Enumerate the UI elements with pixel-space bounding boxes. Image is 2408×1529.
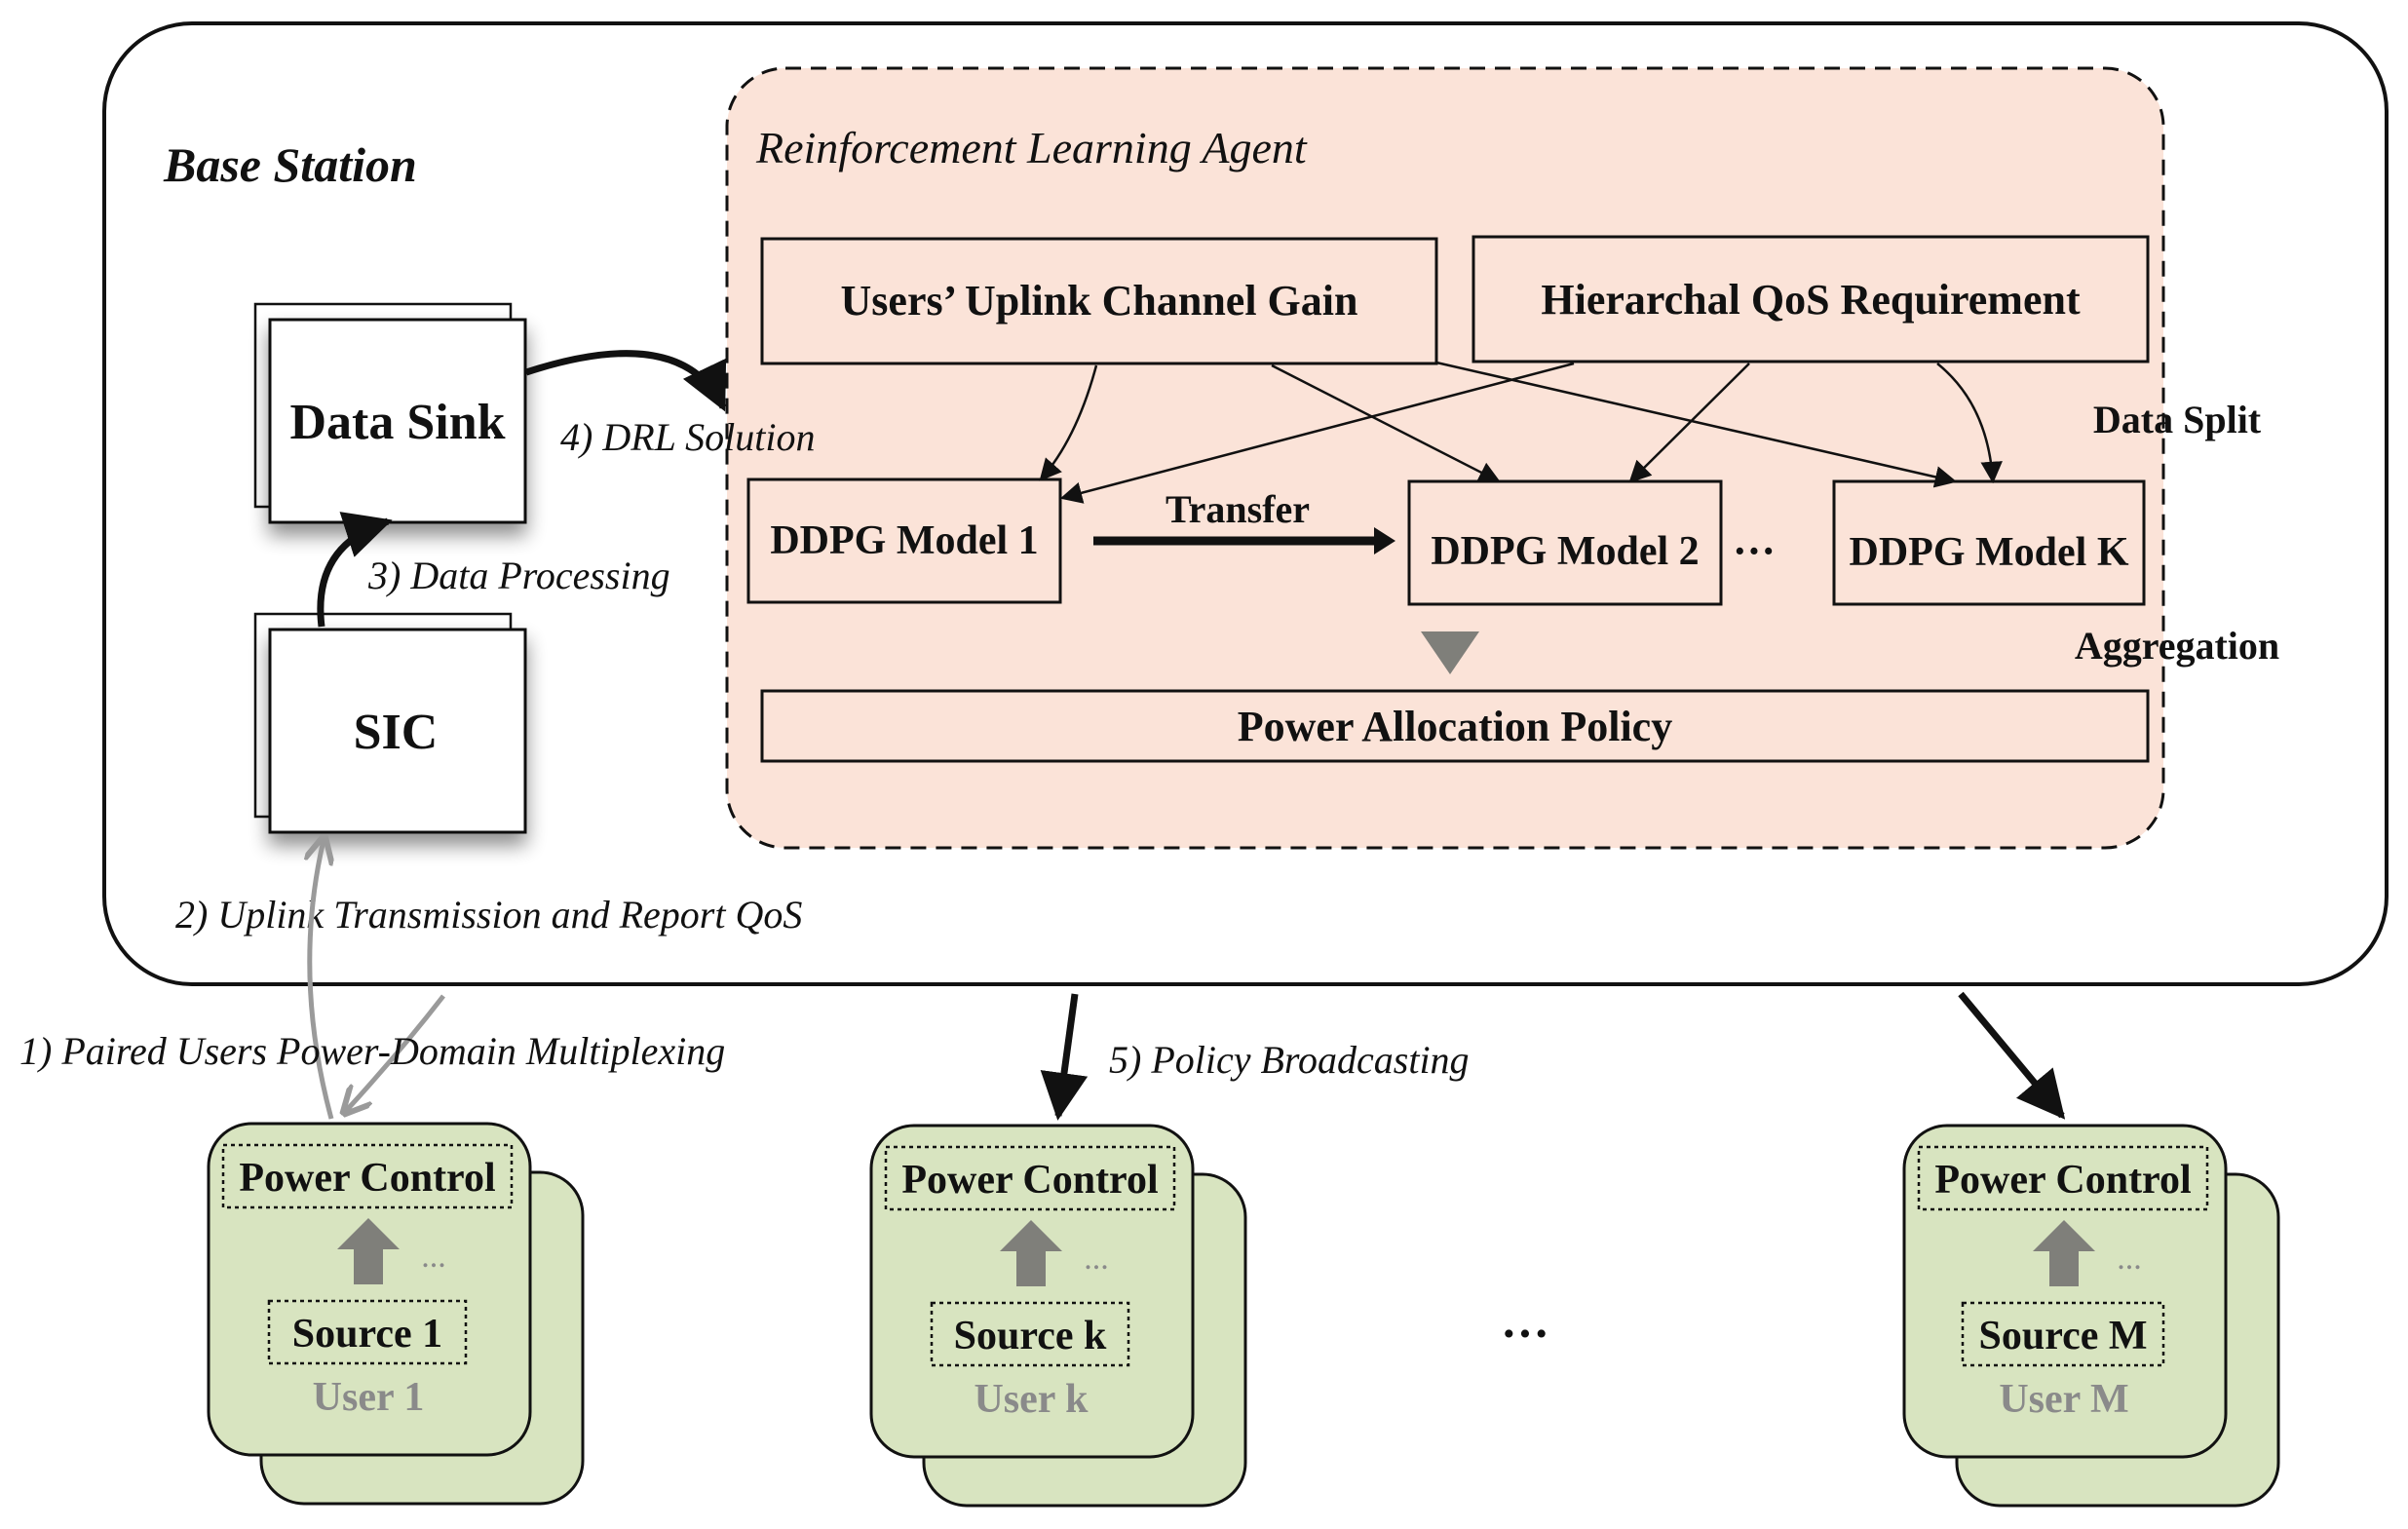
user-1-power-control-label: Power Control (239, 1156, 495, 1201)
user-1-power-control-box (221, 1143, 514, 1209)
qos-to-model1-arrow (1059, 362, 1575, 504)
user-1-front-card (207, 1122, 532, 1457)
user-1-ellipsis: ... (421, 1239, 446, 1275)
ddpg-model-1-box (746, 478, 1062, 604)
user-m-power-control-label: Power Control (1934, 1158, 2191, 1203)
gain-to-modelk-arrow (1435, 361, 1958, 488)
ddpg-model-2-label: DDPG Model 2 (1431, 529, 1699, 574)
user-m-up-arrow-icon (2033, 1220, 2095, 1286)
sic-label: SIC (354, 705, 439, 760)
user-k-power-control-box (884, 1145, 1176, 1211)
user-k-power-control-label: Power Control (901, 1158, 1158, 1203)
power-allocation-policy-box (760, 689, 2150, 763)
data-sink-box (268, 318, 527, 524)
ddpg-model-k-box (1832, 479, 2146, 606)
aggregation-triangle (1421, 631, 1479, 674)
user-m-card: Power Control ... Source M User M (1902, 1124, 2280, 1508)
user-k-front-card (869, 1124, 1195, 1459)
qos-requirement-box (1472, 235, 2150, 363)
feedback-arrow (346, 994, 445, 1111)
user-k-ellipsis: ... (1084, 1241, 1109, 1277)
ddpg-model-1-label: DDPG Model 1 (770, 518, 1038, 563)
aggregation-label: Aggregation (2075, 624, 2279, 668)
uplink-transmission-label: 2) Uplink Transmission and Report QoS (175, 893, 802, 937)
channel-gain-label: Users’ Uplink Channel Gain (841, 277, 1358, 325)
gain-to-model2-arrow (1271, 363, 1502, 483)
user-m-source-box (1961, 1301, 2165, 1367)
multiplexing-label: 1) Paired Users Power-Domain Multiplexin… (19, 1029, 725, 1073)
user-k-name: User k (974, 1377, 1089, 1422)
user-1-source-box (267, 1299, 468, 1365)
users-ellipsis: ··· (1501, 1306, 1549, 1360)
channel-gain-box (760, 237, 1438, 365)
gain-to-model1-arrow (1039, 364, 1098, 481)
drl-solution-arrow (524, 350, 727, 412)
user-m-power-control-box (1917, 1145, 2209, 1211)
user-1-up-arrow-icon (337, 1218, 400, 1284)
user-1-name: User 1 (313, 1375, 425, 1420)
qos-requirement-label: Hierarchal QoS Requirement (1541, 276, 2081, 324)
qos-to-modelk-arrow (1936, 363, 2003, 484)
qos-to-model2-arrow (1628, 363, 1750, 483)
user-1-card: Power Control ... Source 1 User 1 (207, 1122, 585, 1506)
user-m-name: User M (1999, 1377, 2128, 1422)
user-m-front-card (1902, 1124, 2228, 1459)
user-k-source-label: Source k (954, 1314, 1107, 1358)
user-1-source-label: Source 1 (292, 1312, 442, 1357)
uplink-arrow (310, 840, 331, 1120)
transfer-arrow-head (1374, 527, 1395, 554)
policy-broadcasting-label: 5) Policy Broadcasting (1109, 1038, 1470, 1082)
data-processing-label: 3) Data Processing (367, 554, 670, 597)
ddpg-model-k-label: DDPG Model K (1850, 530, 2129, 575)
rl-agent-title: Reinforcement Learning Agent (755, 123, 1308, 172)
power-allocation-policy-label: Power Allocation Policy (1238, 703, 1672, 750)
user-m-ellipsis: ... (2117, 1241, 2142, 1277)
user-k-up-arrow-icon (1000, 1220, 1062, 1286)
models-ellipsis: ··· (1733, 527, 1776, 575)
broadcast-arrow-user-m (1958, 991, 2066, 1120)
drl-solution-label: 4) DRL Solution (560, 415, 816, 459)
ddpg-model-2-box (1407, 479, 1723, 606)
data-sink-label: Data Sink (289, 395, 505, 450)
broadcast-arrow-user-k (1040, 993, 1089, 1121)
data-split-label: Data Split (2093, 398, 2262, 441)
data-processing-arrow (317, 512, 393, 628)
sic-box (268, 628, 527, 834)
user-m-source-label: Source M (1978, 1314, 2147, 1358)
user-k-source-box (930, 1301, 1130, 1367)
transfer-label: Transfer (1166, 487, 1310, 531)
base-station-title: Base Station (163, 137, 417, 192)
user-k-card: Power Control ... Source k User k (869, 1124, 1247, 1508)
